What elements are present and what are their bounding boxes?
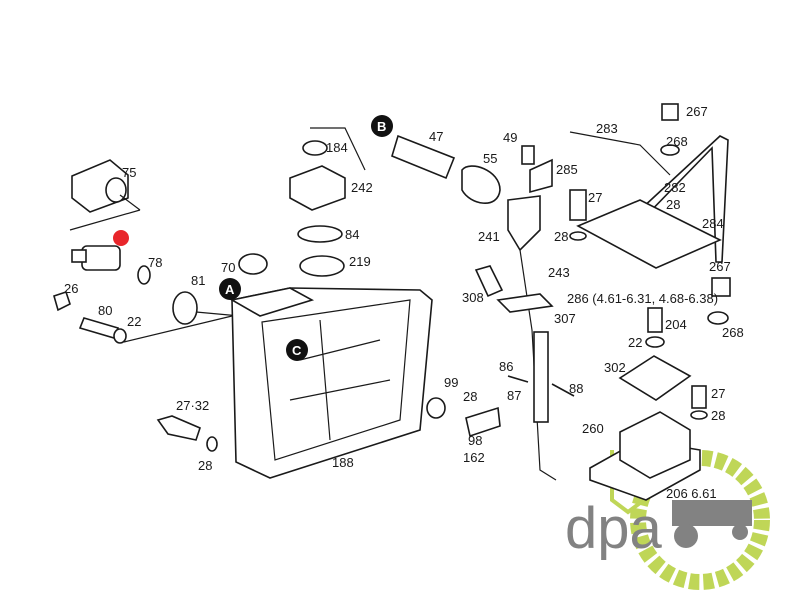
washer-22 — [113, 328, 127, 344]
shaft-260 — [533, 331, 549, 423]
bolt-267a — [661, 103, 679, 121]
label: 282 — [664, 180, 686, 195]
switch-body — [71, 245, 121, 271]
seal-99 — [426, 397, 446, 419]
label: 49 — [503, 130, 517, 145]
shaft-47 — [391, 134, 575, 481]
label: 55 — [483, 151, 497, 166]
housing-188 — [229, 253, 433, 479]
spring-283 — [569, 131, 671, 176]
label: 88 — [569, 381, 583, 396]
nut-219 — [299, 255, 345, 277]
label: 81 — [191, 273, 205, 288]
label: 22 — [628, 335, 642, 350]
callout-A: A — [219, 278, 241, 300]
label: 204 — [665, 317, 687, 332]
label: 28 — [554, 229, 568, 244]
label: 307 — [554, 311, 576, 326]
label: 206 6.61 — [666, 486, 717, 501]
label: 219 — [349, 254, 371, 269]
label: 28 — [666, 197, 680, 212]
nut-26 — [53, 290, 71, 312]
label: 241 — [478, 229, 500, 244]
label: 188 — [332, 455, 354, 470]
washer-78 — [137, 265, 151, 285]
label: 242 — [351, 180, 373, 195]
svg-text:C: C — [292, 343, 302, 358]
label: 70 — [221, 260, 235, 275]
label: 80 — [98, 303, 112, 318]
label: 84 — [345, 227, 359, 242]
red-marker — [113, 230, 129, 246]
label: 47 — [429, 129, 443, 144]
label: 184 — [326, 140, 348, 155]
label: 99 — [444, 375, 458, 390]
label: 28 — [463, 389, 477, 404]
svg-text:A: A — [225, 282, 235, 297]
cover-302 — [618, 355, 692, 401]
lever-307 — [496, 293, 554, 313]
bolt-204 — [647, 307, 663, 333]
label: 27 — [588, 190, 602, 205]
label: 302 — [604, 360, 626, 375]
bolt-308 — [474, 265, 504, 298]
ring-184 — [302, 140, 328, 156]
label: 284 — [702, 216, 724, 231]
label: 243 — [548, 265, 570, 280]
label: 260 — [582, 421, 604, 436]
flange-81 — [172, 291, 198, 325]
spring-80 — [78, 317, 120, 339]
svg-text:dpa: dpa — [565, 496, 663, 561]
svg-text:B: B — [377, 119, 386, 134]
sleeve-75 — [71, 159, 129, 213]
label: 27 — [711, 386, 725, 401]
label: 86 — [499, 359, 513, 374]
label: 268 — [666, 134, 688, 149]
plug-98 — [465, 406, 501, 438]
label: 267 — [686, 104, 708, 119]
part-labels: 75 78 81 26 80 22 70 184 242 84 219 47 5… — [64, 104, 744, 501]
label: 98 — [468, 433, 482, 448]
block-242 — [289, 165, 346, 211]
label: 162 — [463, 450, 485, 465]
plate-286 — [576, 199, 722, 269]
bolt-267b — [711, 277, 731, 297]
bracket-285 — [529, 158, 553, 194]
label: 28 — [198, 458, 212, 473]
label: 78 — [148, 255, 162, 270]
label: 308 — [462, 290, 484, 305]
plug-70 — [238, 253, 268, 275]
label: 87 — [507, 388, 521, 403]
label: 26 — [64, 281, 78, 296]
label: 27·32 — [176, 398, 209, 413]
clip-84 — [297, 225, 343, 243]
bolt-27-32 — [156, 415, 201, 441]
label: 268 — [722, 325, 744, 340]
fork-241 — [507, 195, 541, 252]
label: 22 — [127, 314, 141, 329]
spring-55 — [461, 165, 501, 204]
dpa-logo: dpa — [565, 450, 770, 590]
label: 286 (4.61-6.31, 4.68-6.38) — [567, 291, 718, 306]
callout-C: C — [286, 339, 308, 361]
label: 75 — [122, 165, 136, 180]
label: 283 — [596, 121, 618, 136]
label: 267 — [709, 259, 731, 274]
callout-B: B — [371, 115, 393, 137]
label: 285 — [556, 162, 578, 177]
label: 28 — [711, 408, 725, 423]
